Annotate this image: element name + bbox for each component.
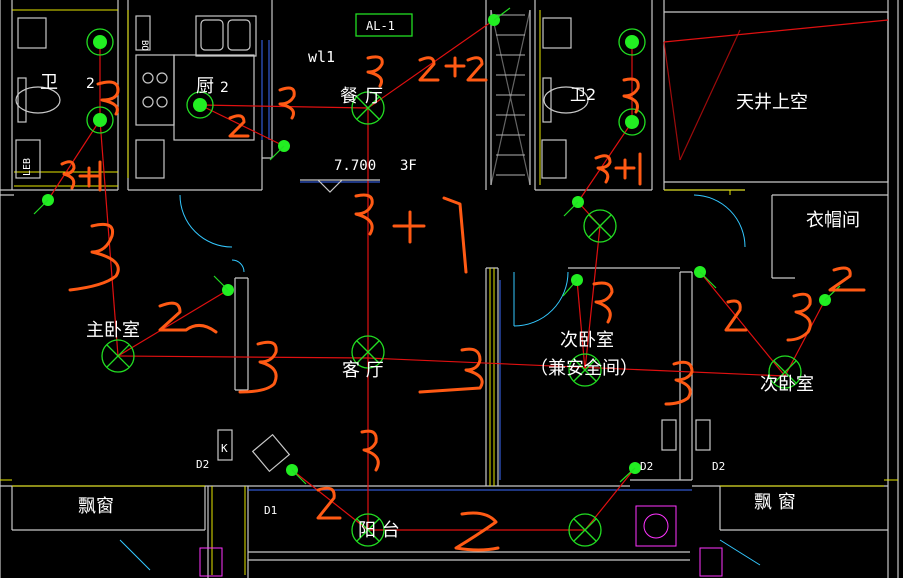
switches (33, 7, 841, 485)
room-kitchen-sub: 2 (220, 80, 229, 96)
room-bath1-sub: 2 (86, 76, 95, 92)
floor-label: 3F (400, 158, 417, 174)
room-dining: 餐 (340, 86, 358, 107)
lamp-hall (583, 209, 617, 243)
room-bath2: 卫2 (570, 85, 596, 104)
tag-leb: LEB (22, 158, 33, 176)
lamp-bath1-mid (86, 106, 114, 134)
room-bay1: 飘窗 (78, 496, 114, 517)
circuit-label: wl1 (308, 48, 335, 66)
room-bay2: 飘 窗 (754, 492, 796, 513)
room-balcony: 阳 台 (358, 520, 400, 541)
room-second-sub: （兼安全间） (530, 358, 638, 379)
panel-label: AL-1 (366, 19, 395, 33)
doors (119, 40, 761, 571)
room-bath1: 卫 (40, 72, 58, 93)
labels: AL-1 wl1 7.700 3F 卫 2 厨 2 餐 厅 卫2 天井上空 主卧… (22, 19, 860, 541)
lamp-bath2-top (618, 28, 646, 56)
equipment-boxes (199, 419, 723, 577)
room-skylight: 天井上空 (736, 92, 808, 113)
lamp-dining (351, 91, 385, 125)
tag-d2a: D2 (196, 458, 209, 471)
room-second: 次卧室 (560, 330, 614, 351)
lamp-balcony-l (351, 513, 385, 547)
lamp-kitchen (186, 91, 214, 119)
tag-k: K (221, 442, 228, 455)
lamp-balcony-r (568, 513, 602, 547)
wiring (47, 19, 889, 531)
lamp-second2 (768, 355, 802, 389)
room-cloak: 衣帽间 (806, 210, 860, 231)
tag-d2b: D2 (640, 460, 653, 473)
room-kitchen: 厨 (196, 76, 214, 97)
lamp-living (351, 335, 385, 369)
room-second2: 次卧室 (760, 374, 814, 395)
lamp-second (568, 353, 602, 387)
handwritten-annotations (60, 55, 866, 552)
tag-bo: BO (139, 40, 149, 51)
room-living: 客 厅 (342, 360, 384, 381)
panel-box (355, 13, 413, 37)
elevation-label: 7.700 (334, 158, 376, 174)
room-master: 主卧室 (86, 320, 140, 341)
tag-d1: D1 (264, 504, 277, 517)
lamp-bath1-top (86, 28, 114, 56)
fixtures (15, 15, 589, 179)
room-dining2: 厅 (365, 86, 383, 107)
tag-d2c: D2 (712, 460, 725, 473)
lamps (86, 28, 802, 547)
elevation-marker (300, 179, 380, 193)
lamp-master (101, 339, 135, 373)
lamp-bath2-mid (618, 108, 646, 136)
